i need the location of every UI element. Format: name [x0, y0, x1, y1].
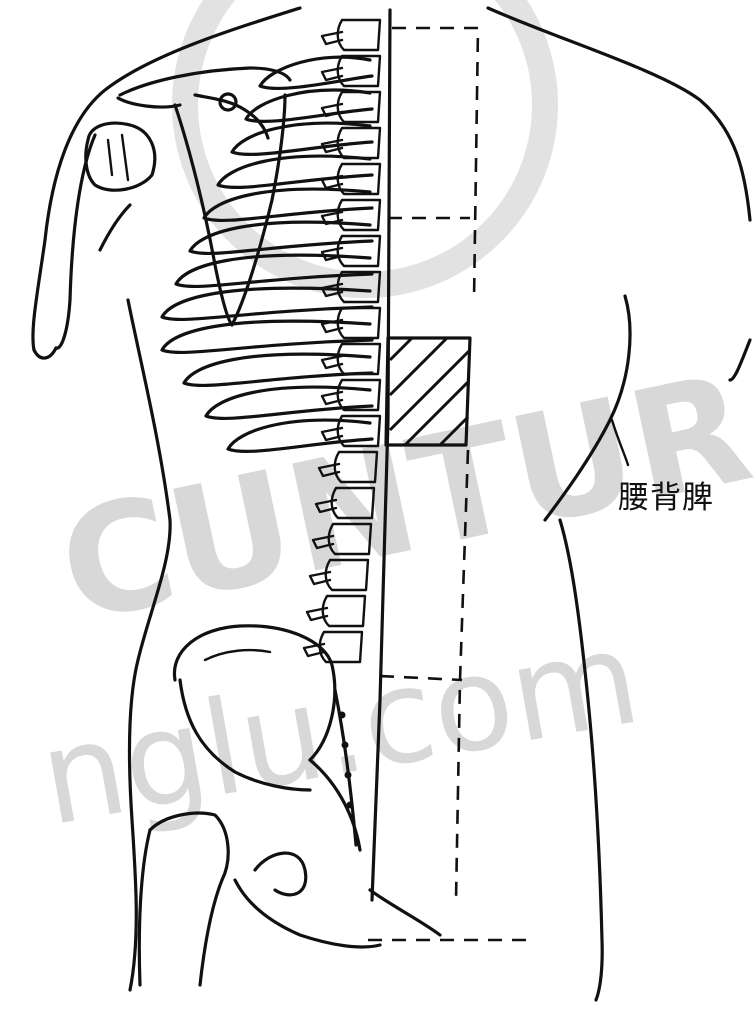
sacral-foramen [347, 802, 354, 809]
acromion [118, 98, 180, 107]
femur-head [255, 853, 306, 895]
zone-label: 腰背脾 [618, 472, 714, 517]
rib [206, 387, 372, 418]
rib [246, 90, 372, 121]
vertebra [338, 344, 380, 374]
vertebra [338, 92, 380, 122]
vertebra [338, 20, 380, 50]
sacral-foramen [342, 742, 349, 749]
humerus-head [86, 123, 155, 190]
rib [260, 57, 372, 88]
coccyx-line [370, 890, 440, 935]
rib [218, 156, 372, 187]
left-arm-end [34, 348, 56, 358]
ischium [235, 880, 380, 947]
left-shoulder-outline [33, 8, 300, 350]
left-arm-crease [100, 205, 130, 250]
femur-shaft-left [139, 830, 150, 985]
scapular-spine [195, 95, 268, 138]
sacral-foramen [345, 772, 352, 779]
hatch-line [390, 338, 447, 395]
left-arm-inner [56, 135, 95, 348]
sacral-foramen [339, 712, 346, 719]
femur-outer [150, 813, 228, 985]
hatch-line [390, 338, 412, 360]
iliac-inner-line [205, 650, 270, 660]
humerus-lines [108, 135, 128, 180]
